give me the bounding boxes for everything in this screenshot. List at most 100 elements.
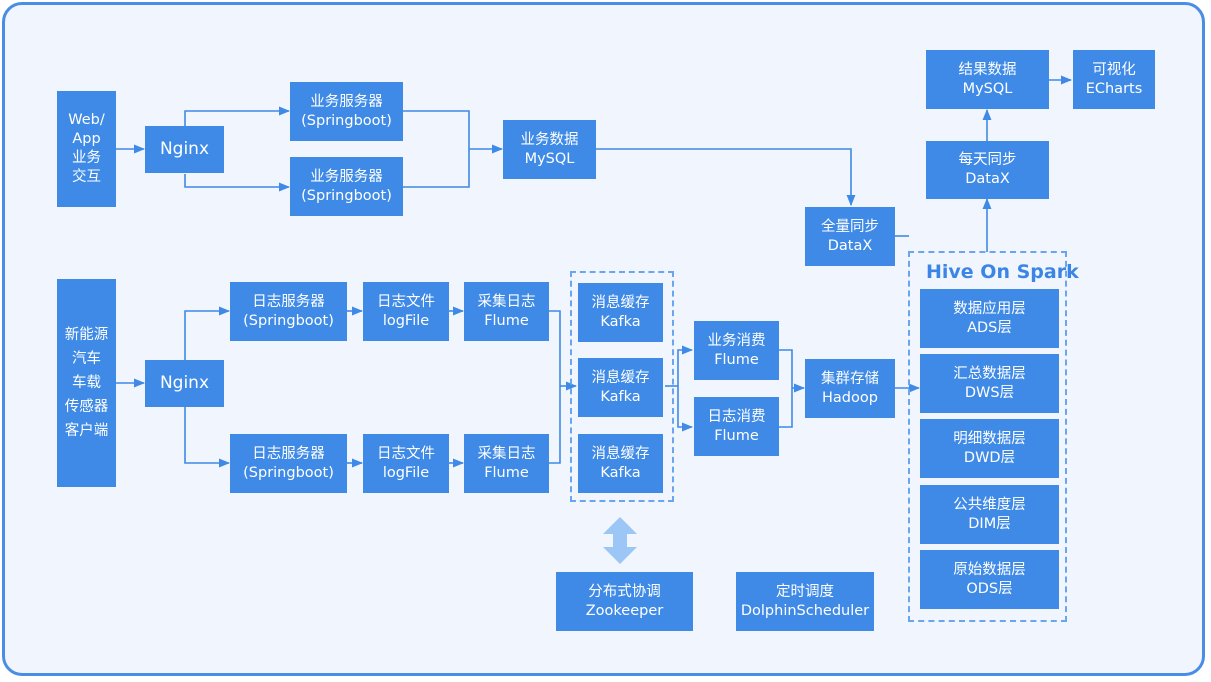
result-db-mysql: 结果数据 MySQL (926, 50, 1049, 109)
label: DataX (827, 237, 873, 254)
label: Flume (484, 464, 529, 481)
nginx-bottom: Nginx (145, 360, 224, 407)
label: 数据应用层 (953, 300, 1026, 317)
full-sync-datax: 全量同步 DataX (805, 207, 895, 266)
merge-collect (549, 310, 561, 464)
hive-title: Hive On Spark (926, 261, 1079, 283)
label: Kafka (600, 388, 641, 405)
hive-layer-dim: 公共维度层 DIM层 (920, 485, 1059, 544)
label: logFile (382, 312, 430, 329)
label: 新能源 (64, 327, 109, 343)
label: Hadoop (822, 389, 878, 406)
label: Zookeeper (585, 602, 664, 619)
label: 传感器 (64, 399, 109, 415)
label: 可视化 (1092, 61, 1136, 78)
collect-flume-2: 采集日志 Flume (464, 434, 549, 493)
label: MySQL (962, 80, 1013, 97)
hadoop-storage: 集群存储 Hadoop (805, 359, 895, 418)
label: (Springboot) (301, 112, 392, 129)
vehicle-sensor-client: 新能源 汽车 车载 传感器 客户端 (57, 279, 116, 487)
label: DIM层 (968, 515, 1011, 532)
collect-flume-1: 采集日志 Flume (464, 282, 549, 341)
label: logFile (382, 464, 430, 481)
kafka-1: 消息缓存 Kafka (578, 283, 663, 342)
label: 消息缓存 (591, 369, 650, 386)
label: 业务消费 (707, 332, 766, 349)
label: 业务服务器 (310, 168, 383, 185)
label: MySQL (524, 150, 575, 167)
business-consume-flume: 业务消费 Flume (694, 321, 779, 380)
nginx-top: Nginx (145, 126, 224, 173)
label: 汇总数据层 (953, 365, 1026, 382)
label: ECharts (1085, 80, 1143, 97)
label: 客户端 (64, 423, 109, 439)
kafka-group (570, 271, 674, 502)
dolphin-scheduler: 定时调度 DolphinScheduler (736, 572, 874, 631)
label: 业务数据 (520, 131, 579, 148)
label: 消息缓存 (591, 445, 650, 462)
label: Web/ (68, 112, 105, 128)
label: 定时调度 (776, 583, 834, 600)
label: 原始数据层 (953, 561, 1026, 578)
label: 汽车 (72, 351, 101, 367)
label: 业务 (72, 150, 101, 166)
label: DataX (965, 171, 1010, 187)
log-consume-flume: 日志消费 Flume (694, 397, 779, 456)
label: ODS层 (966, 580, 1013, 597)
label: DWS层 (964, 384, 1015, 401)
arrow-nginx-logserver1 (184, 306, 231, 361)
label: 集群存储 (821, 370, 879, 387)
arrow-kafka-logconsume (677, 386, 694, 432)
kafka-2: 消息缓存 Kafka (578, 358, 663, 417)
label: App (72, 131, 101, 147)
label: 分布式协调 (588, 583, 661, 600)
arrow-nginx-server2 (184, 174, 291, 192)
label: DWD层 (963, 449, 1016, 466)
kafka-3: 消息缓存 Kafka (578, 434, 663, 493)
business-server-2: 业务服务器 (Springboot) (290, 157, 403, 216)
label: 采集日志 (477, 293, 536, 310)
daily-sync-datax: 每天同步 DataX (926, 141, 1049, 199)
arrow-db-datax (596, 148, 856, 207)
log-server-1: 日志服务器 (Springboot) (230, 282, 347, 341)
label: Flume (714, 427, 759, 444)
hive-layer-dws: 汇总数据层 DWS层 (920, 354, 1059, 413)
label: 日志消费 (707, 408, 766, 425)
hive-layer-ads: 数据应用层 ADS层 (920, 289, 1059, 348)
label: Kafka (600, 313, 641, 330)
label: 全量同步 (821, 218, 879, 235)
label: 结果数据 (958, 61, 1017, 78)
label: 车载 (72, 375, 101, 391)
label: 公共维度层 (953, 496, 1026, 513)
arrow-nginx-logserver2 (184, 406, 231, 468)
label: DolphinScheduler (740, 602, 870, 619)
visualization-echarts: 可视化 ECharts (1073, 50, 1155, 109)
label: 交互 (72, 169, 101, 185)
label: 日志文件 (377, 293, 435, 310)
double-arrow-icon (603, 517, 637, 564)
hive-group (908, 251, 1067, 622)
log-file-1: 日志文件 logFile (363, 282, 449, 341)
business-server-1: 业务服务器 (Springboot) (290, 82, 403, 141)
label: Flume (714, 351, 759, 368)
label: ADS层 (967, 319, 1012, 336)
log-file-2: 日志文件 logFile (363, 434, 449, 493)
label: Kafka (600, 464, 641, 481)
label: 业务服务器 (310, 93, 383, 110)
hive-layer-dwd: 明细数据层 DWD层 (920, 419, 1059, 478)
label: (Springboot) (243, 464, 334, 481)
label: Flume (484, 312, 529, 329)
label: Nginx (159, 139, 210, 159)
log-server-2: 日志服务器 (Springboot) (230, 434, 347, 493)
label: 消息缓存 (591, 294, 650, 311)
label: 采集日志 (477, 445, 536, 462)
arrow-nginx-server1 (184, 106, 291, 126)
zookeeper-coordination: 分布式协调 Zookeeper (556, 572, 693, 631)
label: (Springboot) (301, 187, 392, 204)
label: 明细数据层 (953, 430, 1026, 447)
merge-consume (779, 349, 793, 428)
label: 日志服务器 (252, 445, 325, 462)
merge-servers (403, 110, 470, 188)
label: 日志文件 (377, 445, 435, 462)
